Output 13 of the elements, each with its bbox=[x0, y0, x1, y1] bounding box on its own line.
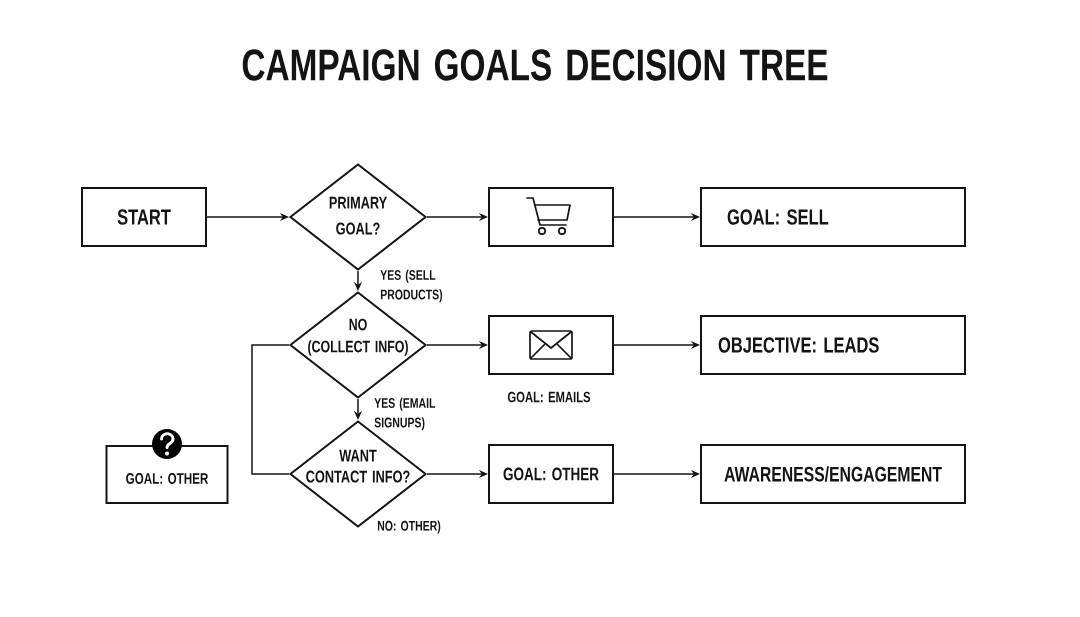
title: CAMPAIGN GOALS DECISION TREE bbox=[242, 49, 828, 81]
result-box: AWARENESS/ENGAGEMENT bbox=[700, 444, 966, 504]
box-caption: GOAL: EMAILS bbox=[507, 391, 591, 403]
result-box: GOAL: OTHER bbox=[105, 445, 229, 504]
start-box: START bbox=[81, 187, 207, 247]
edge-label: YES (EMAIL SIGNUPS) bbox=[373, 396, 442, 432]
result-box: GOAL: SELL bbox=[700, 187, 966, 247]
icon-box bbox=[488, 315, 614, 375]
result-box: GOAL: OTHER bbox=[488, 444, 614, 504]
connector-line bbox=[251, 344, 290, 475]
result-box: OBJECTIVE: LEADS bbox=[700, 315, 966, 375]
icon-box bbox=[488, 187, 614, 247]
note-text: NO: OTHER) bbox=[377, 520, 441, 534]
